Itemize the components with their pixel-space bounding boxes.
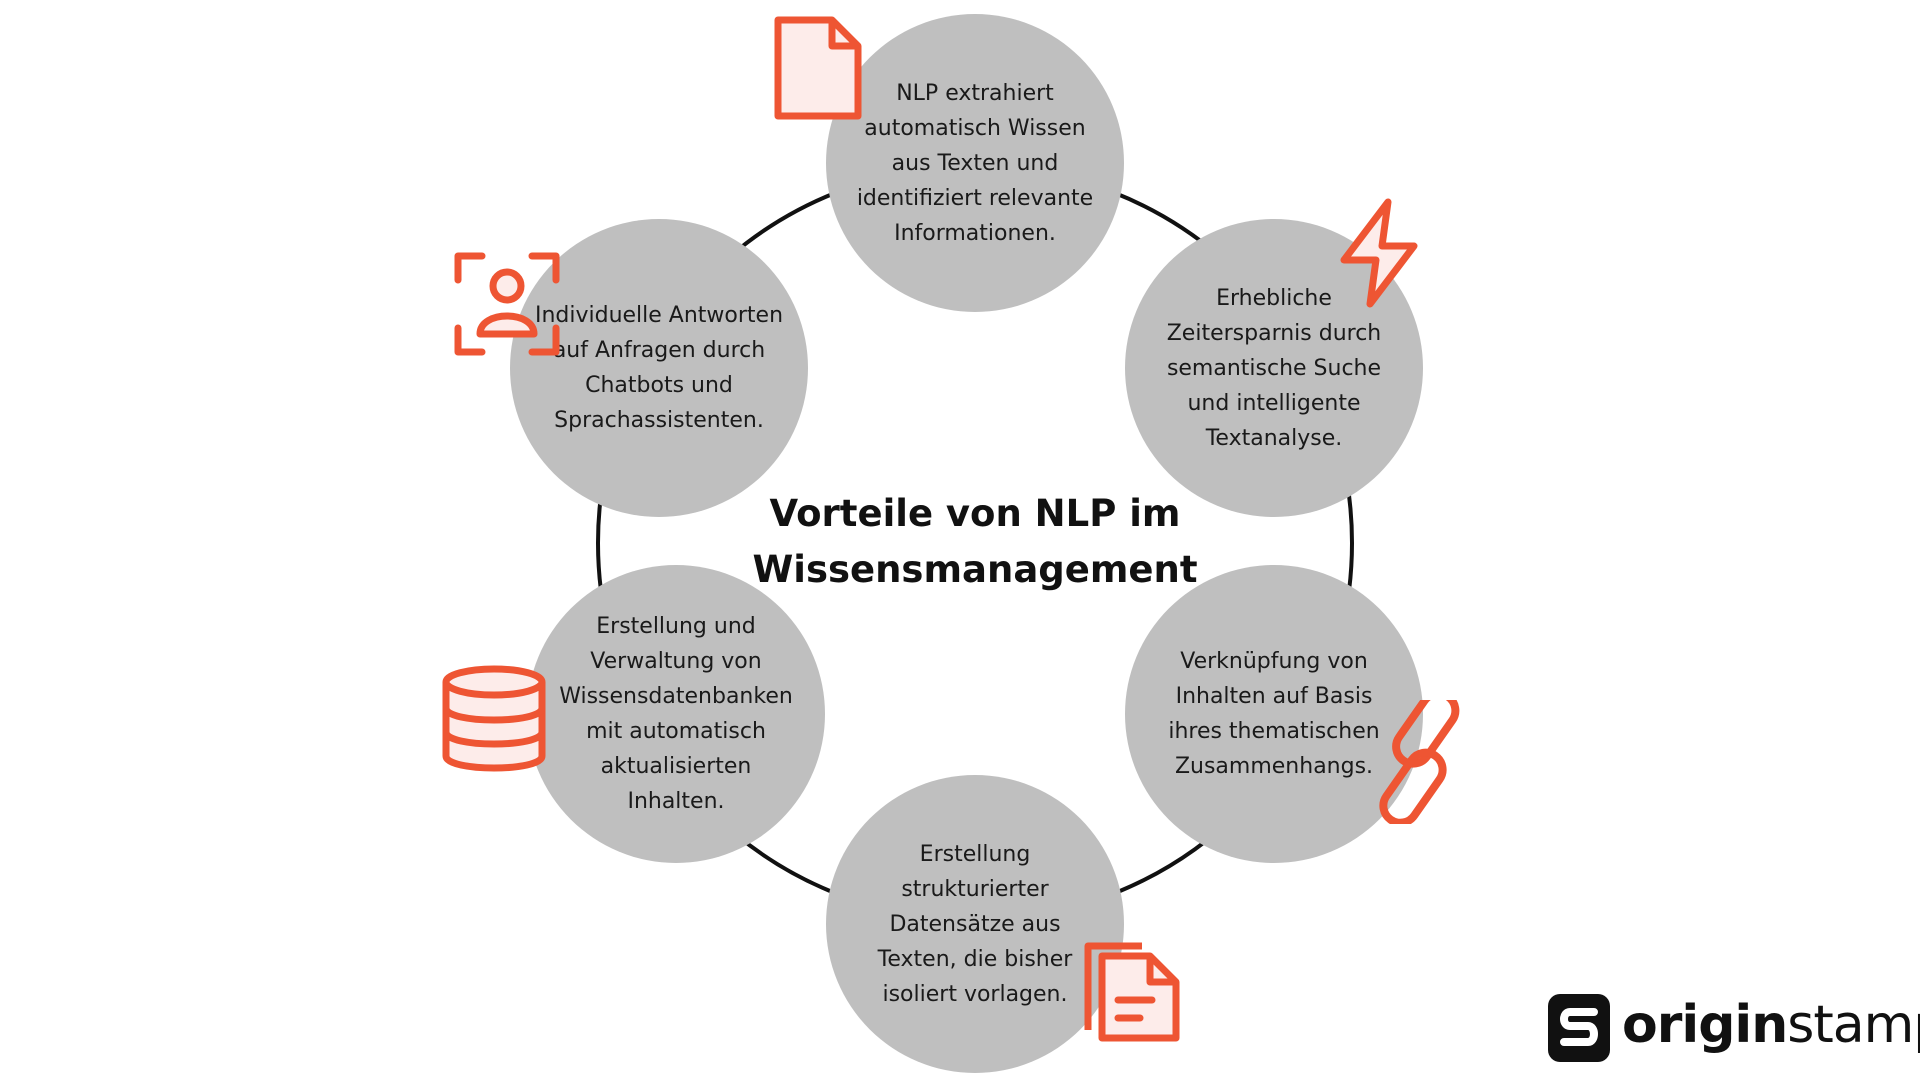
node-text-extraction: NLP extrahiert automatisch Wissen aus Te… [826,14,1124,312]
user-scan-icon [454,252,560,356]
node-text-extraction-label: NLP extrahiert automatisch Wissen aus Te… [856,80,1094,246]
originstamp-wordmark: originstamp [1622,992,1920,1058]
node-chatbots: Individuelle Antworten auf Anfragen durc… [510,219,808,517]
diagram-title: Vorteile von NLP im Wissensmanagement [700,486,1250,598]
link-icon [1379,700,1460,824]
node-time-savings-label: Erhebliche Zeitersparnis durch semantisc… [1166,285,1382,451]
node-knowledge-databases-label: Erstellung und Verwaltung von Wissensdat… [559,614,793,814]
copy-documents-icon [1084,942,1180,1042]
title-line-2: Wissensmanagement [752,548,1198,591]
originstamp-logo: originstamp [1544,988,1920,1068]
node-content-linking-label: Verknüpfung von Inhalten auf Basis ihres… [1168,649,1380,779]
originstamp-logo-icon [1548,994,1610,1062]
node-knowledge-databases: Erstellung und Verwaltung von Wissensdat… [527,565,825,863]
node-structured-datasets: Erstellung strukturierter Datensätze aus… [826,775,1124,1073]
node-chatbots-label: Individuelle Antworten auf Anfragen durc… [534,303,784,433]
node-content-linking: Verknüpfung von Inhalten auf Basis ihres… [1125,565,1423,863]
logo-part-origin: origin [1622,995,1788,1055]
database-icon [442,665,546,772]
node-time-savings: Erhebliche Zeitersparnis durch semantisc… [1125,219,1423,517]
document-icon [774,16,862,120]
lightning-bolt-icon [1340,198,1418,308]
title-line-1: Vorteile von NLP im [769,492,1181,535]
node-structured-datasets-label: Erstellung strukturierter Datensätze aus… [877,841,1073,1007]
logo-part-stamp: stamp [1787,995,1920,1055]
